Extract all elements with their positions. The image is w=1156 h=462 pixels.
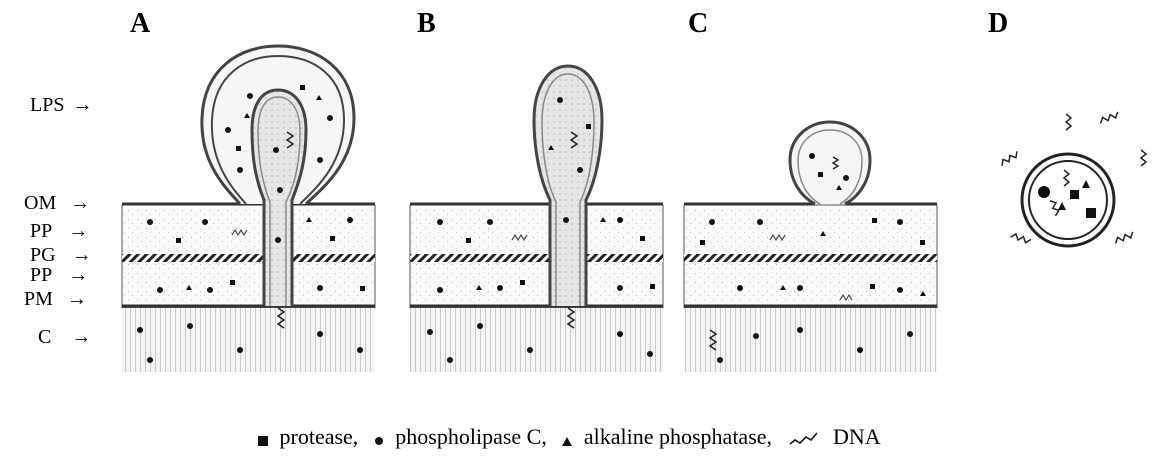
legend-dna-label: DNA	[833, 424, 881, 449]
peptidoglycan-b	[410, 254, 663, 262]
dna-icon	[1141, 150, 1146, 166]
protease-marker	[1070, 190, 1079, 199]
free-vesicle	[1022, 154, 1114, 246]
legend-phospholipase-label: phospholipase C,	[395, 424, 547, 449]
cytoplasm-a	[122, 308, 375, 372]
panel-d	[1000, 112, 1146, 246]
outer-bleb-c	[790, 122, 870, 204]
cytoplasm-c	[684, 308, 937, 372]
protease-marker	[1086, 208, 1096, 218]
dna-squiggle-icon	[788, 426, 822, 452]
peptidoglycan-a	[122, 254, 375, 262]
dna-icon	[1099, 112, 1120, 124]
panel-b	[410, 66, 663, 372]
cytoplasm-b	[410, 308, 663, 372]
legend-protease-label: protease,	[280, 424, 359, 449]
legend-phosphatase-label: alkaline phosphatase,	[584, 424, 772, 449]
phosphatase-triangle-icon	[562, 426, 572, 452]
phospholipase-dot-icon	[374, 426, 384, 452]
legend: protease, phospholipase C, alkaline phos…	[258, 424, 881, 452]
dna-icon	[1114, 232, 1135, 244]
dna-icon	[1010, 233, 1031, 245]
protease-square-icon	[258, 426, 268, 452]
panel-a	[122, 46, 375, 372]
peptidoglycan-c	[684, 254, 937, 262]
dna-icon	[1000, 151, 1020, 165]
vesicle-formation-diagram	[0, 0, 1156, 420]
panel-c	[684, 122, 937, 372]
dna-icon	[1066, 114, 1071, 130]
phospholipase-marker	[1038, 186, 1050, 198]
